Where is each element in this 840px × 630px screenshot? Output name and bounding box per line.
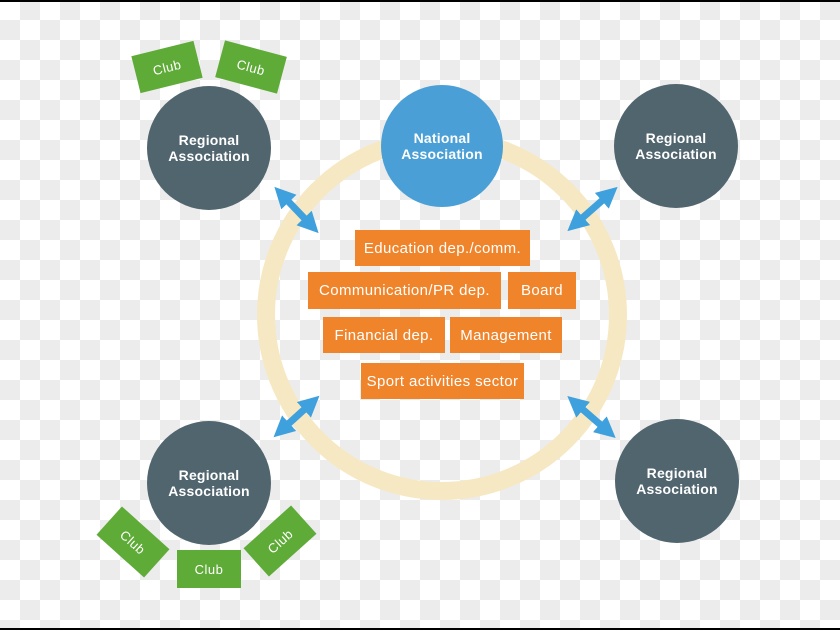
double-arrow-icon-top-left — [274, 186, 319, 234]
club-label: Club — [117, 526, 149, 558]
department-label: Financial dep. — [334, 326, 434, 344]
department-box-sport-activities: Sport activities sector — [361, 363, 524, 399]
double-arrow-icon-bottom-left — [273, 395, 320, 438]
national-association-label: National Association — [401, 130, 483, 162]
regional-association-circle-bottom-right: Regional Association — [615, 419, 739, 543]
club-card: Club — [177, 550, 241, 588]
regional-association-circle-top-right: Regional Association — [614, 84, 738, 208]
double-arrow-icon-bottom-right — [567, 395, 616, 439]
department-label: Education dep./comm. — [363, 239, 522, 257]
department-box-management: Management — [450, 317, 562, 353]
regional-association-label: Regional Association — [635, 130, 717, 162]
club-label: Club — [264, 525, 296, 557]
top-border-line — [0, 0, 840, 2]
club-label: Club — [235, 56, 267, 78]
bottom-border-line — [0, 628, 840, 630]
department-label: Sport activities sector — [366, 372, 519, 390]
regional-association-circle-bottom-left: Regional Association — [147, 421, 271, 545]
department-box-board: Board — [508, 272, 576, 309]
double-arrow-icon-top-right — [567, 186, 618, 232]
regional-association-label: Regional Association — [168, 467, 250, 499]
regional-association-label: Regional Association — [168, 132, 250, 164]
national-association-circle: National Association — [381, 85, 503, 207]
department-box-communication-pr: Communication/PR dep. — [308, 272, 501, 309]
department-label: Board — [520, 282, 564, 299]
department-box-education: Education dep./comm. — [355, 230, 530, 266]
regional-association-label: Regional Association — [636, 465, 718, 497]
department-box-financial: Financial dep. — [323, 317, 445, 353]
department-label: Management — [460, 326, 552, 344]
club-label: Club — [151, 56, 183, 78]
club-label: Club — [194, 561, 224, 577]
regional-association-circle-top-left: Regional Association — [147, 86, 271, 210]
department-label: Communication/PR dep. — [319, 282, 490, 299]
